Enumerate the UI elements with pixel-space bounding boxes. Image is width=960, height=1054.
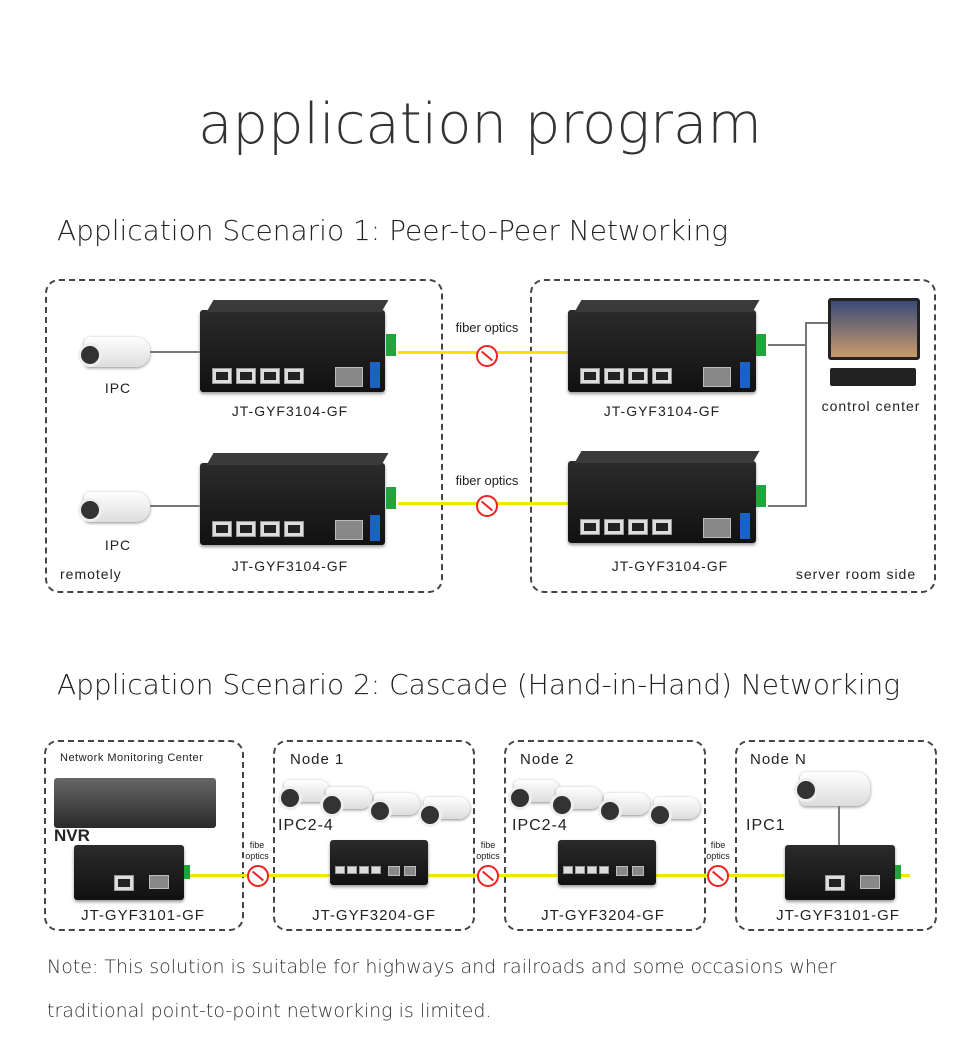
model-label: JT-GYF3104-GF — [231, 558, 349, 574]
fiber-label-line: optics — [476, 851, 500, 861]
model-label: JT-GYF3101-GF — [81, 907, 205, 924]
fiber-label-line: fibe — [710, 840, 726, 850]
nvr-label: NVR — [54, 826, 90, 845]
node-title: Node N — [750, 751, 807, 768]
fiber-label-line: optics — [706, 851, 730, 861]
cable — [148, 351, 200, 353]
dvr-icon — [830, 368, 916, 386]
fiber-label: fiber optics — [455, 473, 519, 488]
remotely-label: remotely — [60, 566, 122, 582]
fiber-optic-icon — [247, 865, 269, 887]
model-label: JT-GYF3101-GF — [776, 907, 900, 924]
monitoring-center-title: Network Monitoring Center — [60, 752, 204, 764]
ip-camera-icon — [648, 797, 700, 827]
ipc-label: IPC2-4 — [278, 817, 334, 834]
fiber-optic-icon — [476, 345, 498, 367]
fiber-label: fiber optics — [455, 320, 519, 335]
page-title: application program — [198, 92, 762, 157]
fiber-line — [190, 874, 910, 877]
ipc-label: IPC2-4 — [512, 817, 568, 834]
cable — [838, 806, 840, 846]
scenario1-heading: Application Scenario 1: Peer-to-Peer Net… — [57, 214, 729, 247]
node1-box — [273, 740, 475, 931]
fiber-label-line: optics — [245, 851, 269, 861]
switch-device-icon — [74, 845, 190, 900]
monitor-icon — [828, 298, 920, 360]
node2-box — [504, 740, 706, 931]
switch-device-icon — [200, 300, 396, 392]
model-label: JT-GYF3204-GF — [541, 907, 665, 924]
cable — [805, 322, 829, 324]
switch-device-icon — [558, 840, 656, 885]
remote-side-box — [45, 279, 443, 593]
fiber-optic-icon — [477, 865, 499, 887]
ip-camera-icon — [320, 787, 372, 817]
server-room-label: server room side — [795, 566, 917, 582]
fiber-optic-icon — [476, 495, 498, 517]
cable — [148, 505, 200, 507]
switch-device-icon — [330, 840, 428, 885]
fiber-label-line: fibe — [249, 840, 265, 850]
model-label: JT-GYF3104-GF — [611, 558, 729, 574]
fiber-label-line: fibe — [480, 840, 496, 850]
model-label: JT-GYF3104-GF — [603, 403, 721, 419]
control-center-label: control center — [821, 398, 921, 414]
ip-camera-icon — [794, 772, 870, 806]
ipc-label: IPC — [104, 537, 132, 553]
monitoring-center-box — [44, 740, 244, 931]
model-label: JT-GYF3204-GF — [312, 907, 436, 924]
switch-device-icon — [200, 453, 396, 545]
model-label: JT-GYF3104-GF — [231, 403, 349, 419]
fiber-optic-icon — [707, 865, 729, 887]
ip-camera-icon — [550, 787, 602, 817]
switch-device-icon — [785, 845, 901, 900]
cable — [768, 344, 806, 346]
ip-camera-icon — [278, 780, 330, 810]
cable — [805, 322, 807, 507]
ip-camera-icon — [418, 797, 470, 827]
ip-camera-icon — [508, 780, 560, 810]
ip-camera-icon — [78, 492, 150, 522]
node-title: Node 1 — [290, 751, 345, 768]
scenario2-heading: Application Scenario 2: Cascade (Hand-in… — [57, 668, 901, 701]
ip-camera-icon — [598, 793, 650, 823]
cable — [768, 505, 806, 507]
nodeN-box — [735, 740, 937, 931]
switch-device-icon — [568, 451, 766, 543]
node-title: Node 2 — [520, 751, 575, 768]
note-line-2: traditional point-to-point networking is… — [47, 1000, 492, 1022]
switch-device-icon — [568, 300, 766, 392]
nvr-icon — [54, 778, 216, 828]
ip-camera-icon — [78, 337, 150, 367]
ipc-label: IPC — [104, 380, 132, 396]
server-side-box — [530, 279, 936, 593]
ip-camera-icon — [368, 793, 420, 823]
note-line-1: Note: This solution is suitable for high… — [47, 956, 837, 978]
ipc-label: IPC1 — [746, 817, 786, 834]
